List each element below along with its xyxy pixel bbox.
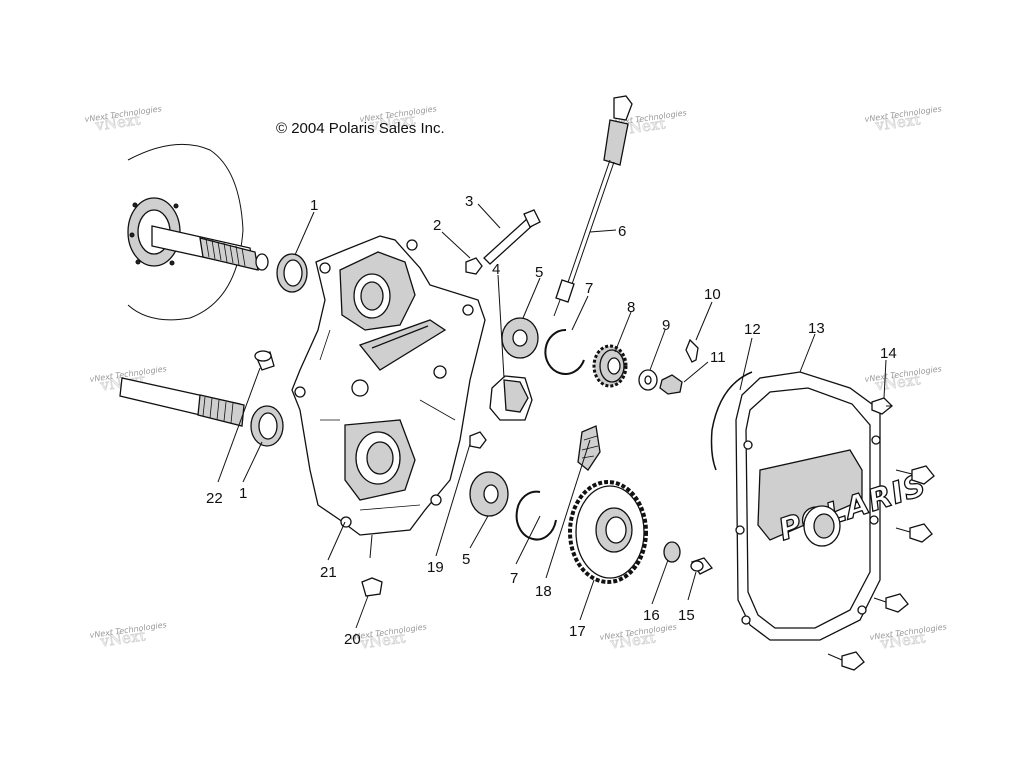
- callout-label: 21: [320, 564, 337, 581]
- gearcase-housing: [291, 235, 486, 536]
- watermark: vNext vNext Technologies: [869, 622, 947, 653]
- callout-labels: 1 2 3 4 5 6 7 8 9 10 11 12 13 14 1 22 21…: [206, 193, 897, 648]
- leader-lines: [217, 203, 887, 629]
- watermark: vNext vNext Technologies: [864, 364, 942, 395]
- seal-upper: [276, 253, 308, 293]
- cover-bolt: [871, 397, 893, 415]
- dipstick: [553, 95, 633, 317]
- cover-bolt: [895, 523, 933, 543]
- callout-label: 20: [344, 631, 361, 648]
- watermark: vNext vNext Technologies: [864, 104, 942, 135]
- washer-and-bolt: [663, 541, 714, 575]
- cover-bolt: [827, 651, 865, 671]
- callout-label: 8: [627, 299, 635, 316]
- pin-and-nut: [465, 209, 541, 275]
- bearing-upper: [501, 317, 539, 359]
- washer-and-nut: [638, 338, 699, 395]
- drain-plug: [361, 577, 383, 597]
- callout-label: 5: [535, 264, 543, 281]
- callout-label: 10: [704, 286, 721, 303]
- watermark: vNext vNext Technologies: [599, 622, 677, 653]
- gasket: [710, 371, 753, 471]
- callout-label: 1: [239, 485, 247, 502]
- drive-chain: [577, 425, 601, 471]
- watermark: vNext vNext Technologies: [84, 104, 162, 135]
- callout-label: 7: [585, 280, 593, 297]
- copyright-text: © 2004 Polaris Sales Inc.: [276, 120, 445, 137]
- callout-label: 13: [808, 320, 825, 337]
- upper-shaft-assembly: [127, 143, 269, 321]
- callout-label: 14: [880, 345, 897, 362]
- lower-shaft-assembly: [119, 350, 284, 447]
- watermark: vNext vNext Technologies: [349, 622, 427, 653]
- callout-label: 18: [535, 583, 552, 600]
- callout-label: 16: [643, 607, 660, 624]
- cover-bolt: [895, 465, 935, 485]
- tensioner-block: [489, 375, 533, 421]
- callout-label: 2: [433, 217, 441, 234]
- callout-label: 3: [465, 193, 473, 210]
- callout-label: 5: [462, 551, 470, 568]
- callout-label: 1: [310, 197, 318, 214]
- snap-ring-upper: [544, 328, 585, 375]
- callout-label: 9: [662, 317, 670, 334]
- callout-label: 11: [710, 349, 726, 366]
- snap-ring-lower: [515, 490, 557, 541]
- callout-label: 7: [510, 570, 518, 587]
- driven-sprocket: [568, 480, 648, 584]
- cover-bolts: [827, 397, 935, 671]
- callout-label: 6: [618, 223, 626, 240]
- callout-label: 12: [744, 321, 761, 338]
- callout-label: 17: [569, 623, 586, 640]
- callout-label: 4: [492, 261, 500, 278]
- callout-label: 15: [678, 607, 695, 624]
- cover-bolt: [873, 593, 909, 613]
- nut-19: [469, 431, 487, 449]
- watermark: vNext vNext Technologies: [89, 620, 167, 651]
- drive-sprocket: [592, 344, 628, 388]
- callout-label: 19: [427, 559, 444, 576]
- callout-label: 22: [206, 490, 223, 507]
- bearing-lower: [469, 471, 509, 517]
